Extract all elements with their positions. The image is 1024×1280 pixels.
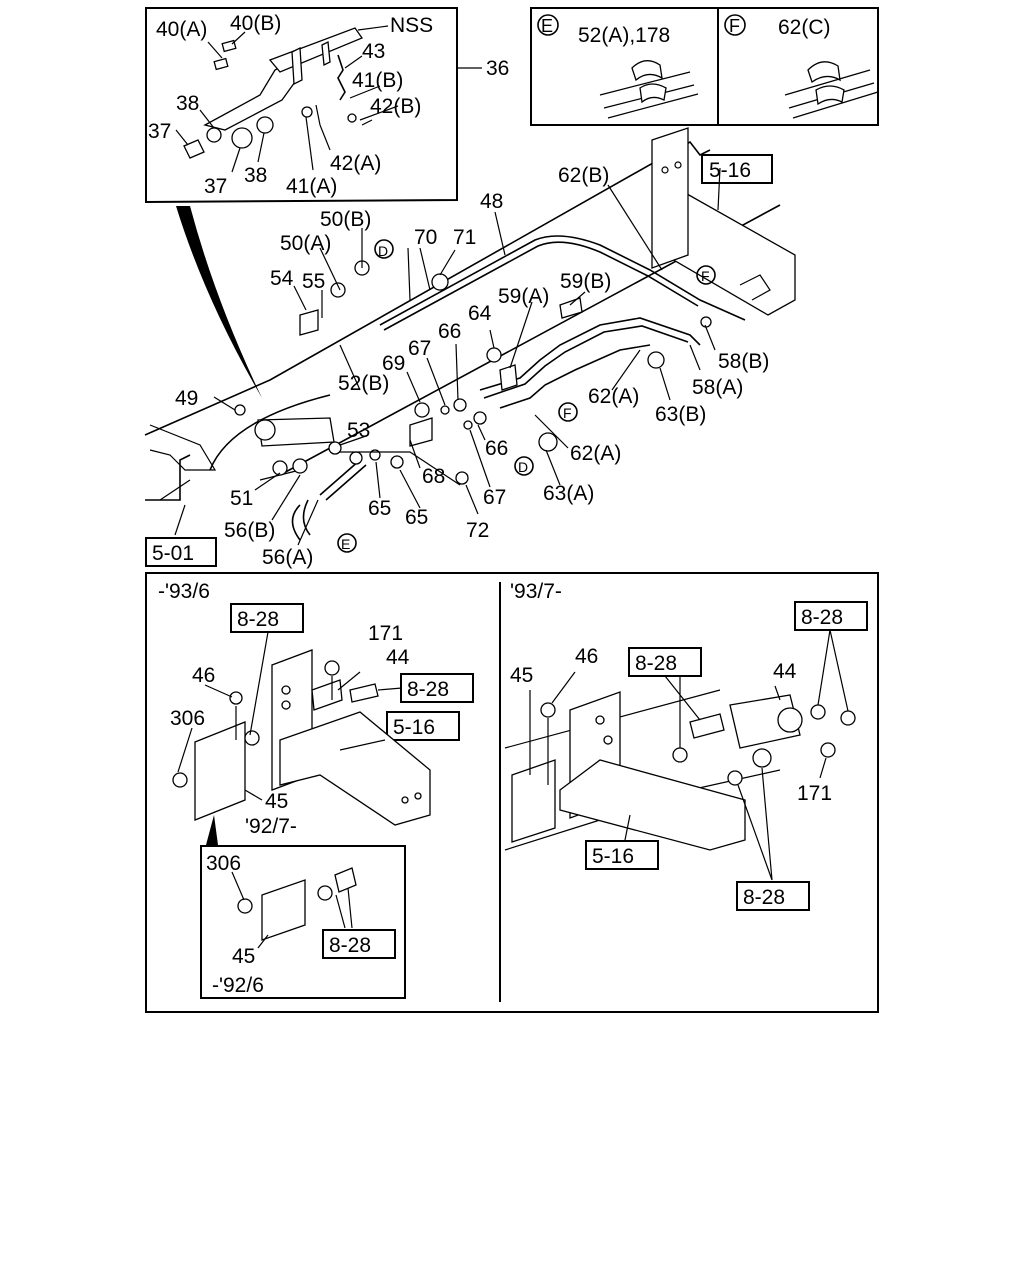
inset-pointer-arrow: [176, 206, 262, 398]
label-54: 54: [270, 267, 294, 290]
label-51: 51: [230, 487, 253, 510]
label-50b: 50(B): [320, 208, 371, 231]
label-69: 69: [382, 352, 405, 375]
label-70: 70: [414, 226, 437, 249]
ll-label-45: 45: [265, 790, 288, 813]
label-43: 43: [362, 40, 385, 63]
label-42b: 42(B): [370, 95, 421, 118]
label-37-bottom: 37: [204, 175, 227, 198]
label-40b: 40(B): [230, 12, 281, 35]
label-59b: 59(B): [560, 270, 611, 293]
main-exploded-view: D D E F F 5-16 62(B) 48 50(B) 50(A) 70 7…: [144, 127, 796, 569]
lr-label-8-28-bottom: 8-28: [743, 886, 785, 909]
marker-d-upper: D: [378, 243, 388, 259]
marker-f: F: [729, 16, 740, 36]
marker-e-main: E: [341, 536, 350, 552]
marker-f-lower: F: [563, 405, 572, 421]
ll-label-8-28-top: 8-28: [237, 608, 279, 631]
label-49: 49: [175, 387, 198, 410]
ll-label-44: 44: [386, 646, 410, 669]
label-36: 36: [486, 57, 509, 80]
lr-label-171: 171: [797, 782, 832, 805]
label-37-left: 37: [148, 120, 171, 143]
inset-top-left: 40(A) 40(B) NSS 43 41(B) 42(B) 38 37 37 …: [145, 7, 509, 398]
label-66-lower: 66: [485, 437, 508, 460]
sub-inset: 306 45 8-28 -'92/6: [200, 845, 406, 999]
marker-d-lower: D: [518, 459, 528, 475]
label-53: 53: [347, 419, 370, 442]
label-5-01: 5-01: [152, 542, 194, 565]
ll-label-46: 46: [192, 664, 215, 687]
label-62b: 62(B): [558, 164, 609, 187]
lower-right-view: '93/7- 8-28 45 46 8-28 44 171 5-16 8-28: [504, 580, 868, 911]
label-58a: 58(A): [692, 376, 743, 399]
pipe-48: [379, 235, 746, 326]
lr-label-46: 46: [575, 645, 598, 668]
main-leaders: [174, 167, 721, 546]
ll-label-8-28-right: 8-28: [407, 678, 449, 701]
label-68: 68: [422, 465, 445, 488]
ll-label-5-16: 5-16: [393, 716, 435, 739]
ll-label-306: 306: [170, 707, 205, 730]
label-65-left: 65: [368, 497, 391, 520]
lower-left-period: -'93/6: [158, 580, 210, 603]
label-41a: 41(A): [286, 175, 337, 198]
label-56a: 56(A): [262, 546, 313, 569]
label-55: 55: [302, 270, 325, 293]
inset-e-f: E 52(A),178 F 62(C): [530, 7, 879, 126]
label-66-upper: 66: [438, 320, 461, 343]
lr-label-45: 45: [510, 664, 533, 687]
ll-label-171: 171: [368, 622, 403, 645]
sub-inset-period: -'92/6: [212, 974, 264, 997]
linkage-parts: [183, 27, 373, 159]
label-59a: 59(A): [498, 285, 549, 308]
label-62a-lower: 62(A): [570, 442, 621, 465]
label-52b: 52(B): [338, 372, 389, 395]
label-71: 71: [453, 226, 476, 249]
marker-f-upper: F: [701, 268, 710, 284]
lower-right-period: '93/7-: [510, 580, 562, 603]
label-48: 48: [480, 190, 503, 213]
label-63a: 63(A): [543, 482, 594, 505]
label-67-lower: 67: [483, 486, 506, 509]
label-62a-right: 62(A): [588, 385, 639, 408]
sub-label-306: 306: [206, 852, 241, 875]
lr-label-8-28-center: 8-28: [635, 652, 677, 675]
label-50a: 50(A): [280, 232, 331, 255]
lr-label-8-28-top-right: 8-28: [801, 606, 843, 629]
label-nss: NSS: [390, 14, 433, 37]
label-65-right: 65: [405, 506, 428, 529]
sub-label-8-28: 8-28: [329, 934, 371, 957]
label-56b: 56(B): [224, 519, 275, 542]
marker-e: E: [541, 16, 553, 36]
label-58b: 58(B): [718, 350, 769, 373]
label-52a-178: 52(A),178: [578, 24, 670, 47]
label-63b: 63(B): [655, 403, 706, 426]
label-64: 64: [468, 302, 492, 325]
label-38-bottom: 38: [244, 164, 267, 187]
lr-label-5-16: 5-16: [592, 845, 634, 868]
lower-left-view: -'93/6 8-28 171 44 46 8-28 306 5-16 45 '…: [158, 580, 474, 845]
label-41b: 41(B): [352, 69, 403, 92]
label-67-upper: 67: [408, 337, 431, 360]
sub-inset-pointer: [206, 815, 218, 845]
inset-top-left-leaders: [175, 25, 482, 173]
lr-label-44: 44: [773, 660, 797, 683]
label-38-left: 38: [176, 92, 199, 115]
label-62c: 62(C): [778, 16, 831, 39]
label-40a: 40(A): [156, 18, 207, 41]
label-42a: 42(A): [330, 152, 381, 175]
ll-label-92-7: '92/7-: [245, 815, 297, 838]
label-72: 72: [466, 519, 489, 542]
sub-label-45: 45: [232, 945, 255, 968]
label-5-16-top: 5-16: [709, 159, 751, 182]
lower-panel: [145, 572, 879, 1013]
